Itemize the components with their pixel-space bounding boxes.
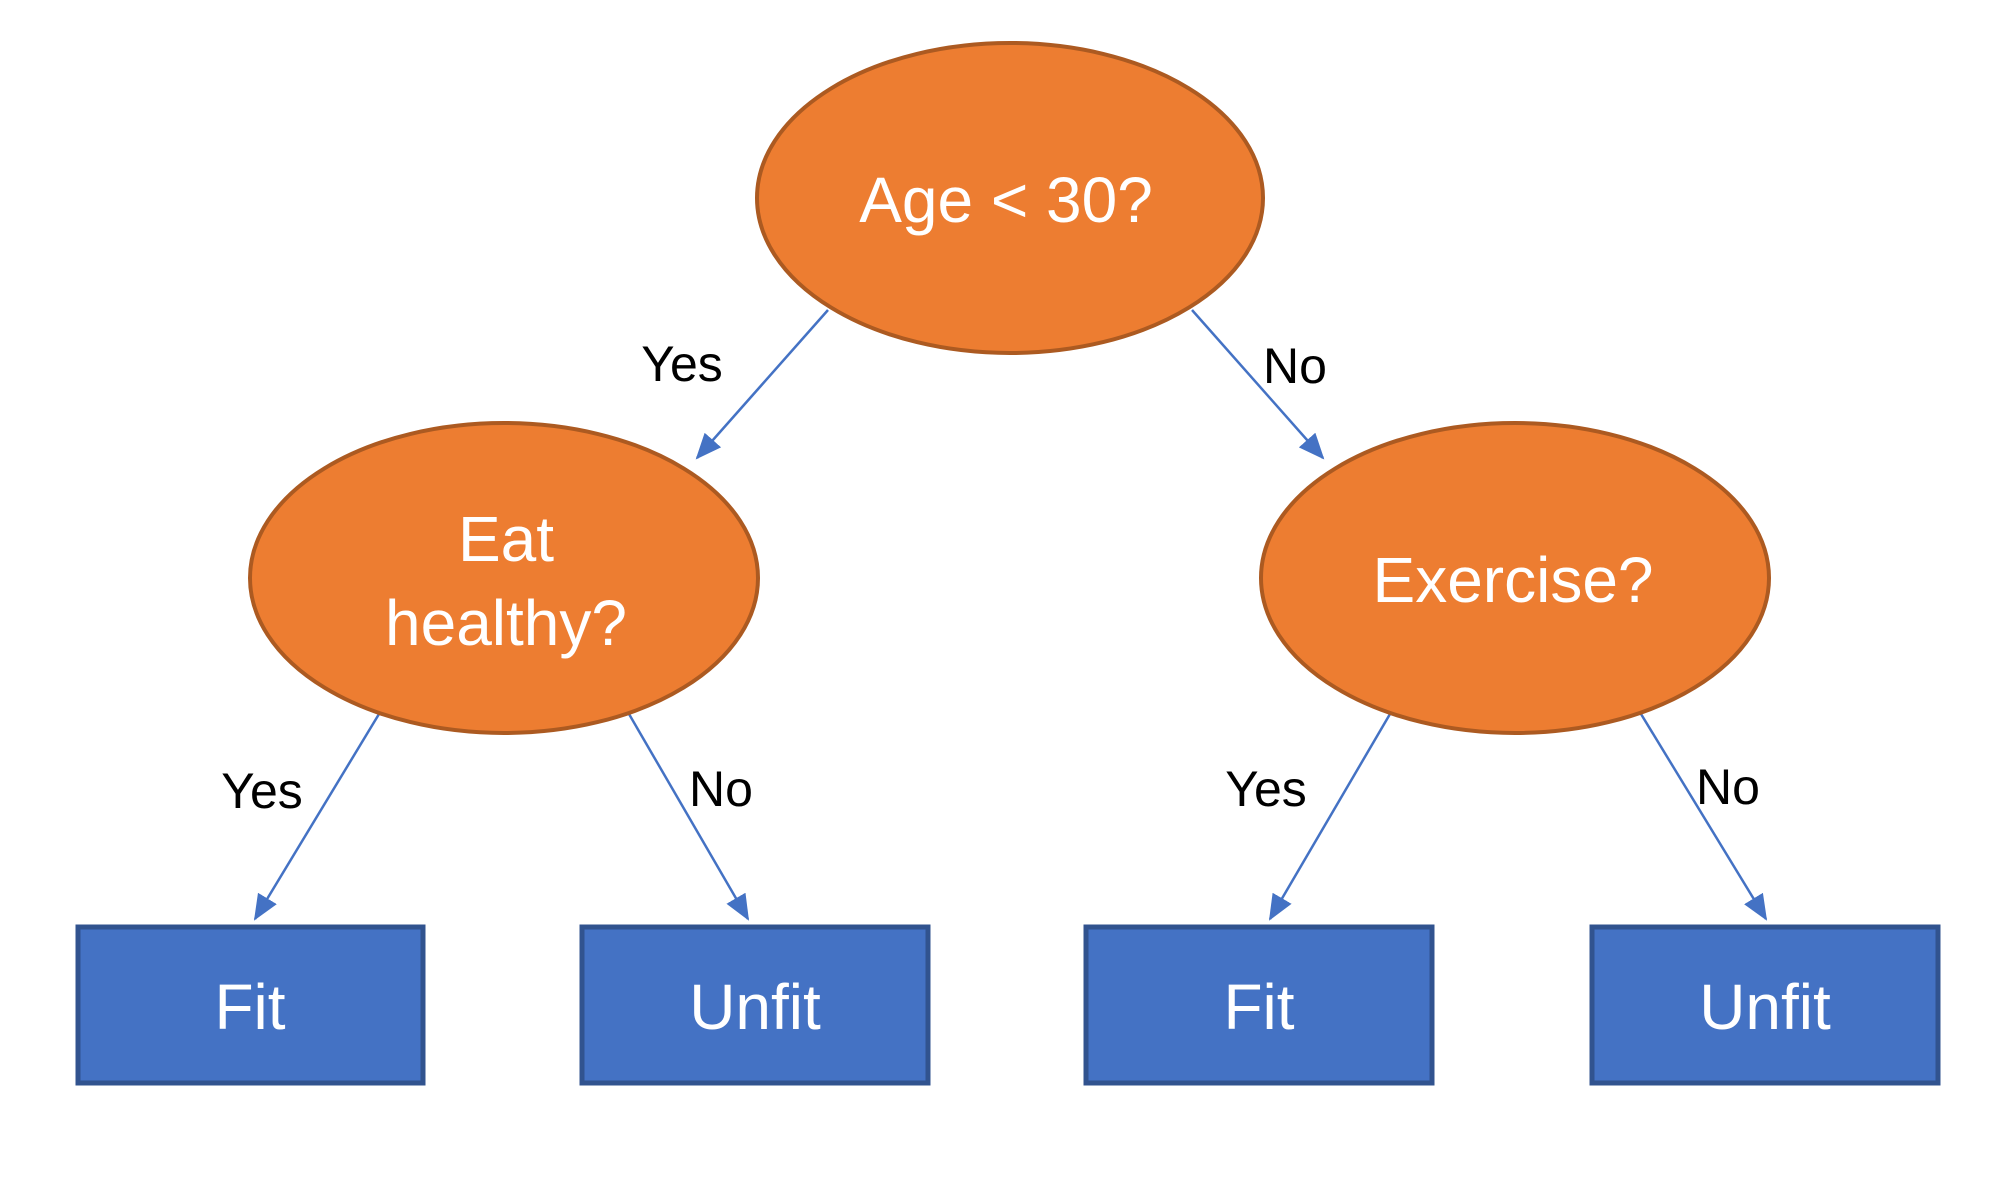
edge-eat-yes: Yes: [221, 713, 381, 921]
leaf-unfit-right: Unfit: [1589, 924, 1941, 1086]
node-age-ellipse: [755, 41, 1265, 355]
leaf-unfit-left-rect: [579, 924, 931, 1086]
edge-exercise-yes: Yes: [1225, 713, 1392, 921]
edge-root-yes: Yes: [641, 309, 829, 460]
edge-eat-yes-label: Yes: [221, 763, 303, 819]
node-age-label: Age < 30?: [859, 164, 1153, 236]
edge-eat-no-line: [627, 713, 750, 921]
node-exercise-ellipse: [1259, 421, 1771, 735]
node-exercise-label: Exercise?: [1373, 544, 1654, 616]
edge-root-no: No: [1191, 309, 1327, 460]
edge-eat-no: No: [627, 713, 753, 921]
leaf-fit-right-label: Fit: [1223, 971, 1294, 1043]
leaf-fit-left-label: Fit: [214, 971, 285, 1043]
node-eat-healthy-label-line1: Eat: [458, 503, 554, 575]
edge-exercise-no: No: [1639, 713, 1768, 921]
edge-root-yes-label: Yes: [641, 336, 723, 392]
edge-exercise-no-label: No: [1696, 759, 1760, 815]
edge-root-no-line: [1191, 309, 1325, 460]
leaf-fit-left-rect: [75, 924, 426, 1086]
leaf-unfit-left: Unfit: [579, 924, 931, 1086]
leaf-fit-right: Fit: [1083, 924, 1435, 1086]
node-eat-healthy-question: Eat healthy?: [248, 421, 760, 735]
edge-exercise-yes-line: [1268, 713, 1392, 921]
edge-eat-no-label: No: [689, 761, 753, 817]
leaf-fit-right-rect: [1083, 924, 1435, 1086]
node-eat-healthy-label-line2: healthy?: [385, 587, 627, 659]
leaf-unfit-right-rect: [1589, 924, 1941, 1086]
edge-root-no-label: No: [1263, 338, 1327, 394]
node-eat-healthy-ellipse: [248, 421, 760, 735]
leaf-fit-left: Fit: [75, 924, 426, 1086]
edge-root-yes-line: [695, 309, 829, 460]
node-age-question: Age < 30?: [755, 41, 1265, 355]
edge-eat-yes-line: [253, 713, 381, 921]
leaf-unfit-right-label: Unfit: [1699, 971, 1831, 1043]
node-exercise-question: Exercise?: [1259, 421, 1771, 735]
edge-exercise-yes-label: Yes: [1225, 761, 1307, 817]
leaf-unfit-left-label: Unfit: [689, 971, 821, 1043]
edge-exercise-no-line: [1639, 713, 1768, 921]
